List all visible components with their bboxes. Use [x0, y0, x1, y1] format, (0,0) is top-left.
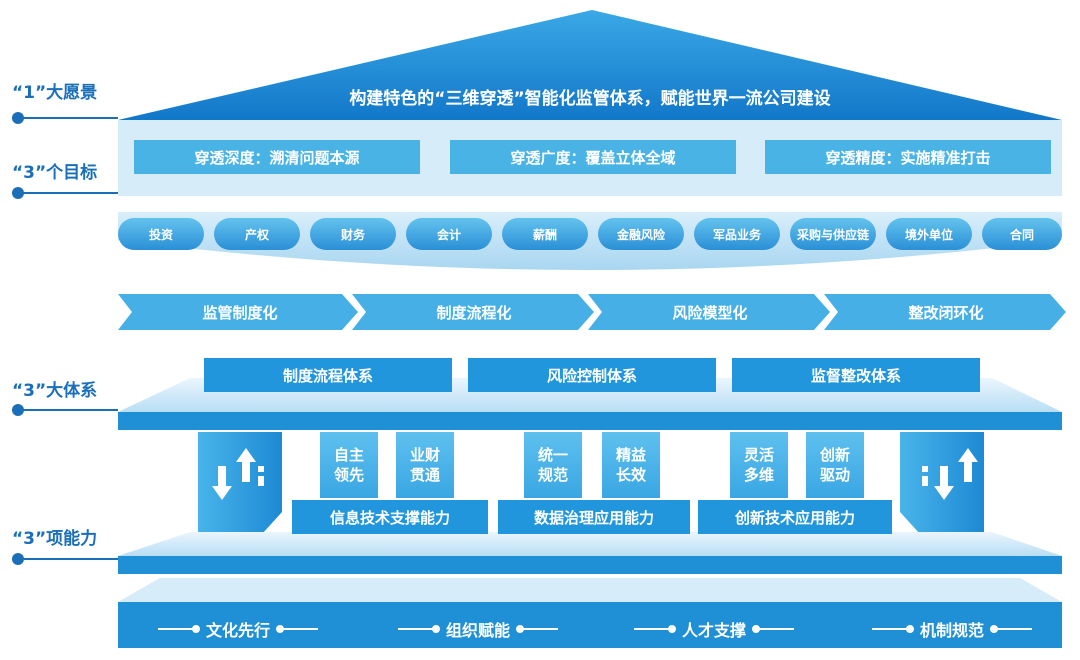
process-step: 风险模型化 [672, 303, 748, 322]
roof-title: 构建特色的“三维穿透”智能化监管体系，赋能世界一流公司建设 [349, 89, 831, 109]
pillar: 业财贯通 [396, 432, 454, 498]
process-arrow-3 [588, 294, 830, 330]
goal-precision: 穿透精度：实施精准打击 [765, 140, 1051, 174]
goal-depth: 穿透深度：溯清问题本源 [134, 140, 420, 174]
process-step: 整改闭环化 [908, 303, 984, 322]
left-pillar-arrows-icon [212, 448, 264, 500]
foundation-item: 机制规范 [852, 612, 1052, 646]
capability-floor-edge [118, 556, 1062, 574]
domain-pill: 合同 [982, 218, 1062, 250]
label-goals: “3”个目标 [12, 163, 98, 183]
foundation-item: 组织赋能 [378, 612, 578, 646]
systems-floor-edge [118, 412, 1062, 430]
domain-pill: 军品业务 [694, 218, 780, 250]
domain-pill: 财务 [310, 218, 396, 250]
domain-pill: 投资 [118, 218, 204, 250]
foundation-label: 人才支撑 [681, 621, 746, 640]
system-supervision: 监督整改体系 [732, 358, 980, 392]
capability-innovation: 创新技术应用能力 [698, 500, 892, 534]
pillar: 创新驱动 [806, 432, 864, 498]
foundation-band [118, 602, 1062, 648]
domain-pill: 采购与供应链 [790, 218, 876, 250]
capability-data: 数据治理应用能力 [498, 500, 690, 534]
foundation-item: 人才支撑 [614, 612, 814, 646]
domain-pill: 会计 [406, 218, 492, 250]
right-pillar-arrows-icon [922, 448, 978, 500]
domain-pill: 产权 [214, 218, 300, 250]
process-arrow-2 [352, 294, 594, 330]
foundation-label: 组织赋能 [445, 621, 510, 640]
process-arrow-4 [824, 294, 1066, 330]
capability-floor [118, 532, 1062, 556]
process-step: 制度流程化 [436, 303, 512, 322]
pillar: 自主领先 [320, 432, 378, 498]
foundation-item: 文化先行 [138, 612, 338, 646]
label-capabilities: “3”项能力 [12, 529, 98, 549]
label-vision: “1”大愿景 [12, 83, 98, 103]
system-process: 制度流程体系 [204, 358, 452, 392]
foundation-floor [118, 578, 1062, 602]
process-step: 监管制度化 [202, 303, 278, 322]
domain-pill: 薪酬 [502, 218, 588, 250]
roof [118, 10, 1062, 120]
process-arrow-1 [118, 294, 358, 330]
capability-it: 信息技术支撑能力 [292, 500, 488, 534]
domain-pill: 境外单位 [886, 218, 972, 250]
domain-pill: 金融风险 [598, 218, 684, 250]
system-risk: 风险控制体系 [468, 358, 716, 392]
pillar: 灵活多维 [730, 432, 788, 498]
pillar: 统一规范 [524, 432, 582, 498]
foundation-label: 文化先行 [205, 621, 270, 640]
goal-breadth: 穿透广度：覆盖立体全域 [450, 140, 736, 174]
pillar: 精益长效 [602, 432, 660, 498]
left-pillar [198, 432, 282, 534]
foundation-label: 机制规范 [919, 621, 984, 640]
label-systems: “3”大体系 [12, 381, 98, 401]
